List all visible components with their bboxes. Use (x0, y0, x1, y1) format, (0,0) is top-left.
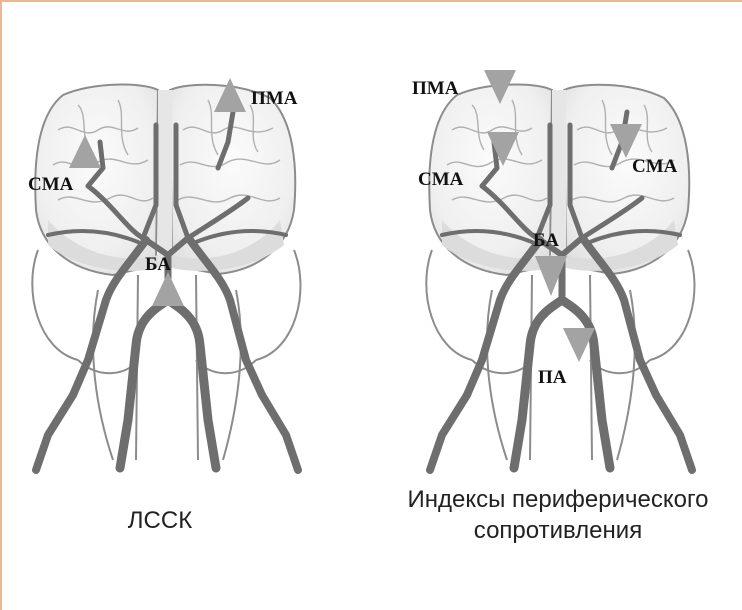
caption-left: ЛССК (60, 505, 260, 536)
caption-right-line-1: Индексы периферического (378, 484, 738, 515)
label-ba: БА (533, 230, 559, 251)
frame-left-line (0, 0, 2, 610)
label-sma-left: СМА (418, 169, 464, 190)
brain-diagram-right: ПМА СМА СМА БА ПА (412, 60, 712, 485)
label-pma: ПМА (412, 78, 459, 99)
label-sma-right: СМА (632, 156, 678, 177)
label-pma: ПМА (251, 88, 298, 109)
marker-triangle-ba (152, 272, 184, 306)
brain-diagram-left: ПМА СМА БА (18, 60, 318, 485)
frame-top-line (0, 0, 742, 2)
caption-right: Индексы периферического сопротивления (378, 484, 738, 546)
label-sma: СМА (28, 174, 74, 195)
cerebral-hemispheres (429, 85, 689, 275)
caption-right-line-2: сопротивления (378, 515, 738, 546)
label-ba: БА (145, 254, 171, 275)
label-pa: ПА (538, 367, 567, 388)
cerebral-hemispheres (35, 85, 295, 275)
